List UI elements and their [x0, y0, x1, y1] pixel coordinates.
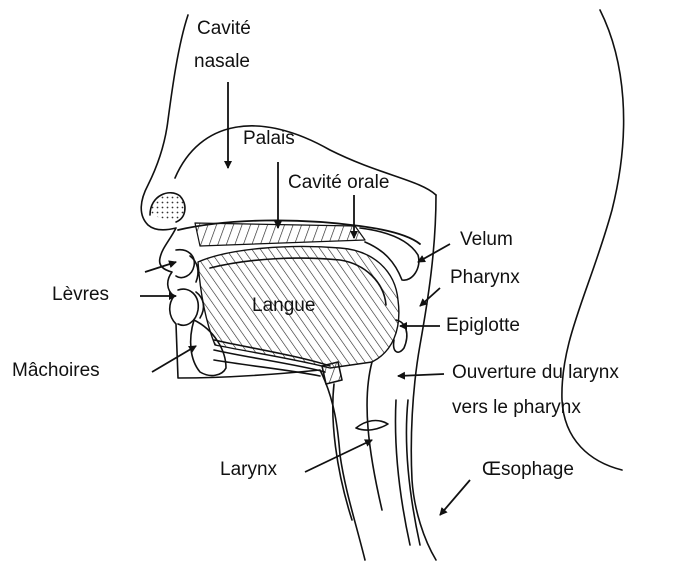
hyoid: [322, 362, 342, 384]
arrow-pharynx: [420, 288, 440, 306]
label-palais: Palais: [243, 127, 295, 151]
nostril: [150, 193, 185, 222]
upper-lip: [176, 250, 194, 278]
label-pharynx: Pharynx: [450, 266, 520, 290]
label-machoires: Mâchoires: [12, 359, 100, 383]
label-velum: Velum: [460, 228, 513, 252]
label-langue: Langue: [252, 294, 315, 318]
label-cavite-nasale-line2: nasale: [194, 50, 250, 74]
arrow-ouverture: [398, 374, 444, 376]
label-epiglotte: Epiglotte: [446, 314, 520, 338]
upper-teeth: [190, 256, 198, 282]
label-ouverture-line1: Ouverture du larynx: [452, 361, 619, 385]
arrow-oesophage: [440, 480, 470, 515]
vocal-folds: [356, 421, 388, 431]
label-ouverture-line2: vers le pharynx: [452, 396, 581, 420]
label-cavite-nasale-line1: Cavité: [197, 17, 251, 41]
label-levres: Lèvres: [52, 283, 109, 307]
arrow-machoires: [152, 346, 196, 372]
label-larynx: Larynx: [220, 458, 277, 482]
label-cavite-orale: Cavité orale: [288, 171, 389, 195]
label-oesophage: Œsophage: [482, 458, 574, 482]
